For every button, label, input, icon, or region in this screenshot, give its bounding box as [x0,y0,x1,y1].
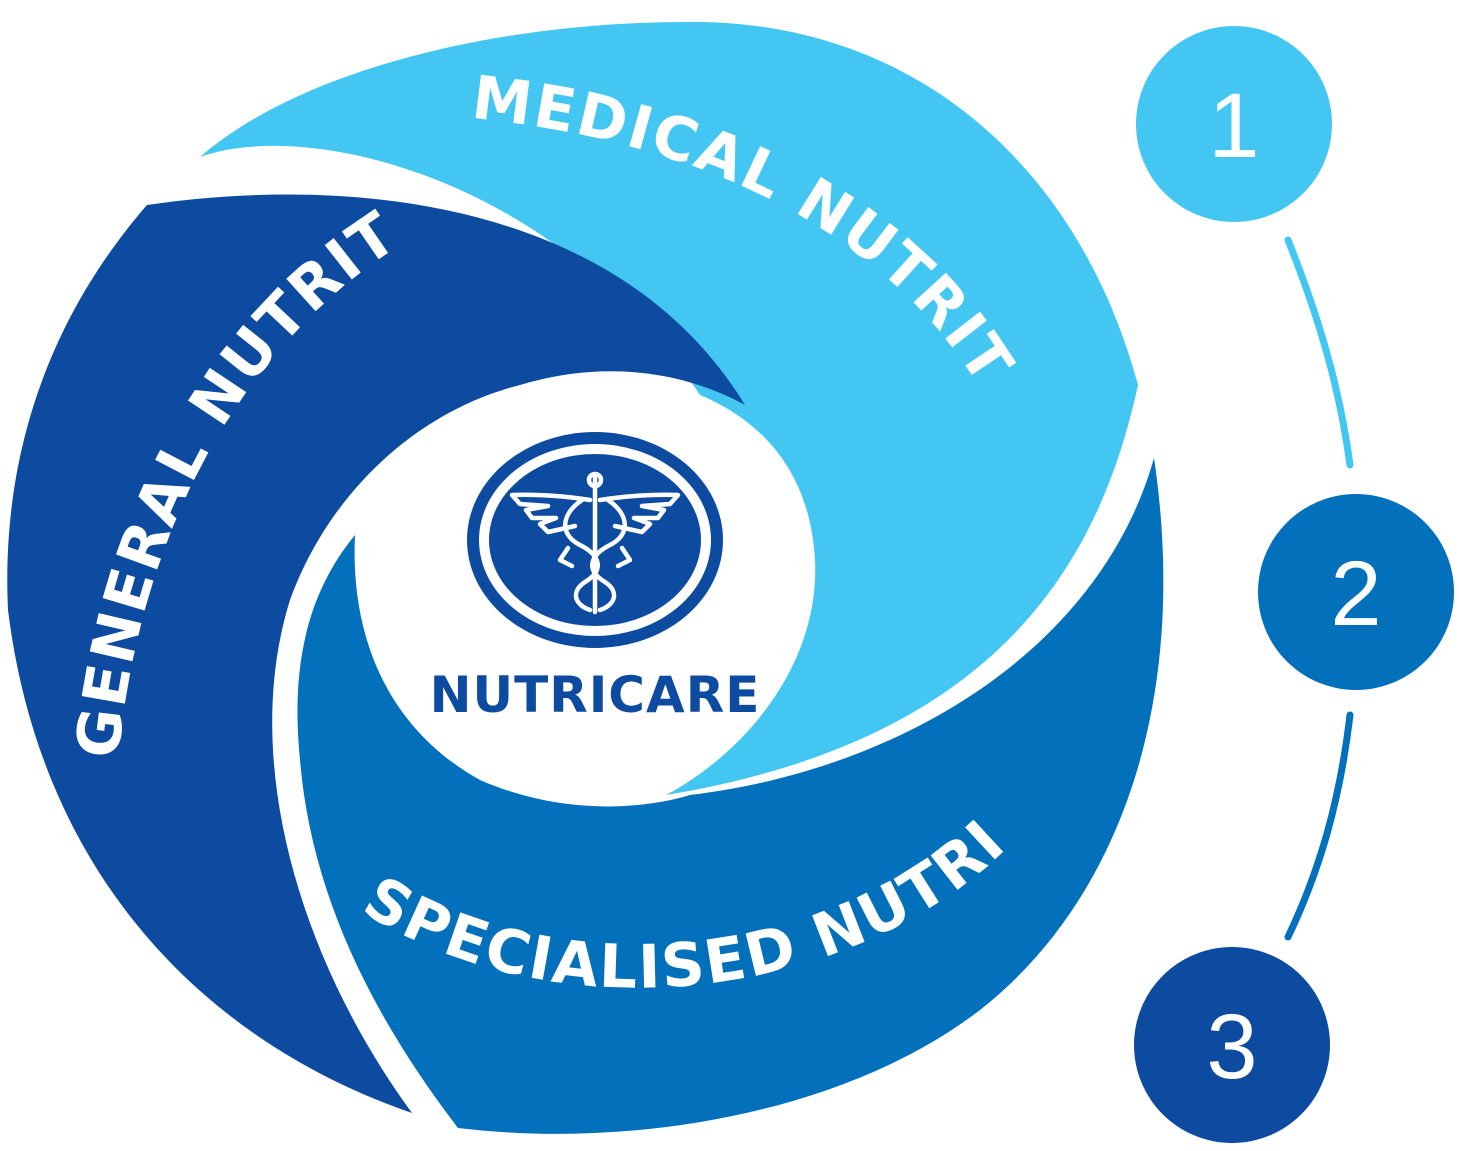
step-3-number: 3 [1206,996,1257,1098]
step-1-badge: 1 [1136,26,1332,222]
step-3-badge: 3 [1134,947,1330,1143]
step-1-number: 1 [1208,75,1259,177]
step-2-badge: 2 [1258,494,1454,690]
caduceus-icon [509,471,681,615]
general-segment [7,194,746,1114]
connector-1-2 [1284,236,1354,469]
specialised-segment [297,458,1164,1134]
medical-segment [200,21,1138,795]
brand-name: NUTRICARE [430,666,761,724]
nutricare-logo: NUTRICARE [430,432,761,724]
connector-2-3 [1284,711,1354,941]
step-2-number: 2 [1330,543,1381,645]
